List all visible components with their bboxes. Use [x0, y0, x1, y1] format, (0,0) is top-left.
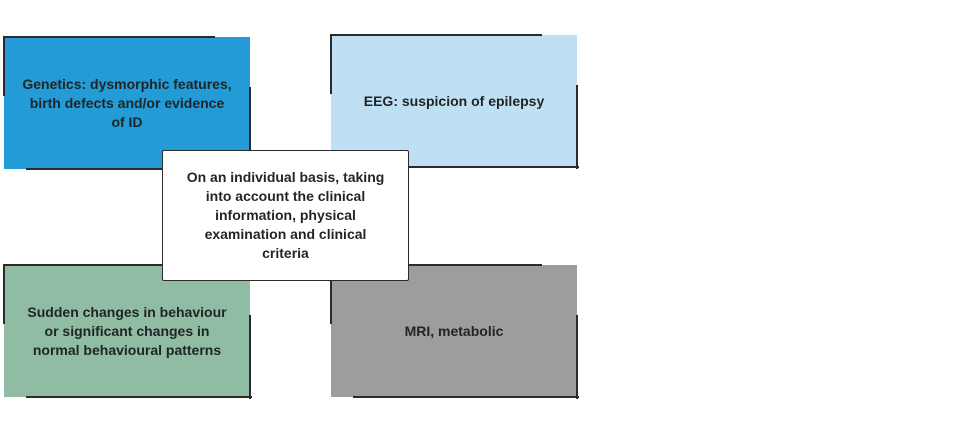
eeg-box: EEG: suspicion of epilepsy	[330, 34, 579, 169]
genetics-box: Genetics: dysmorphic features, birth def…	[3, 36, 252, 171]
mri-text: MRI, metabolic	[404, 322, 504, 339]
mri-box: MRI, metabolic	[330, 264, 579, 399]
behaviour-box: Sudden changes in behaviour or significa…	[3, 264, 252, 399]
genetics-text: Genetics: dysmorphic features, birth def…	[22, 75, 232, 130]
eeg-text: EEG: suspicion of epilepsy	[363, 92, 545, 109]
center-text: On an individual basis, taking into acco…	[186, 169, 385, 261]
center-box: On an individual basis, taking into acco…	[162, 150, 409, 281]
behaviour-text: Sudden changes in behaviour or significa…	[27, 303, 227, 358]
